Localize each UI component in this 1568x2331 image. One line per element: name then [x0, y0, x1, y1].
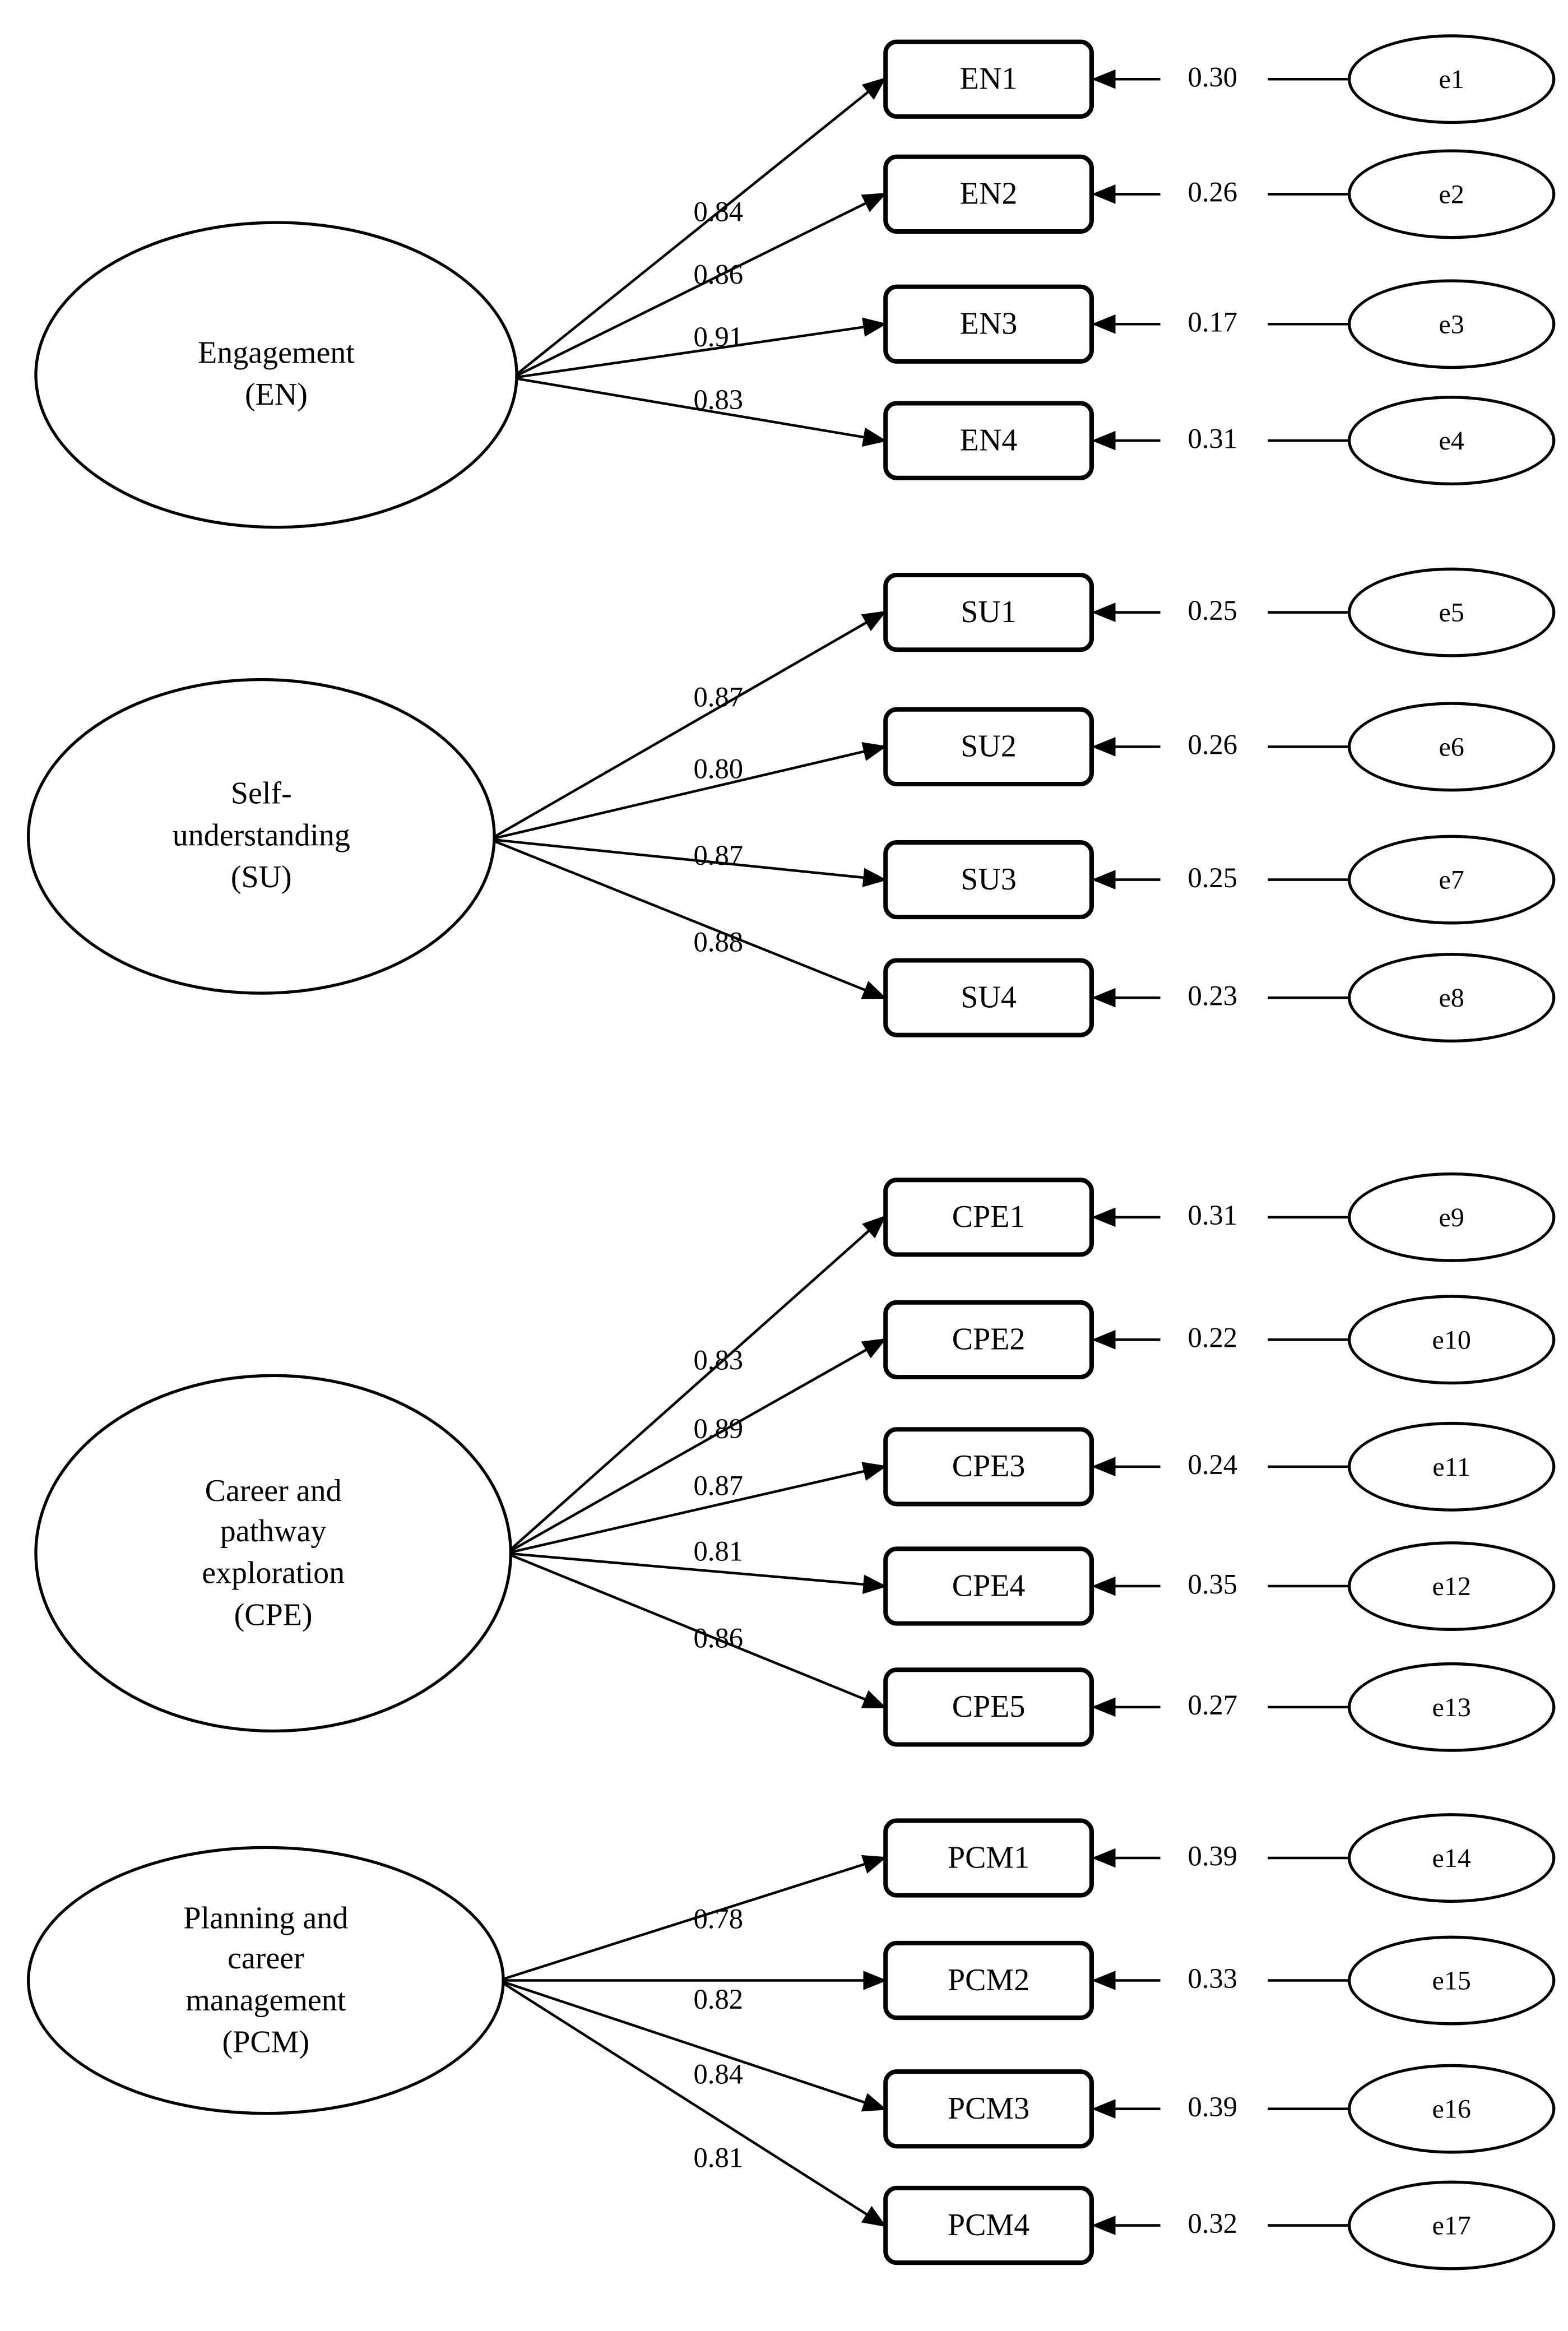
error-variance-label-CPE1: 0.31 [1187, 1201, 1238, 1232]
error-variance-label-EN4: 0.31 [1187, 424, 1238, 456]
error-ellipse-e1: e1 [1347, 34, 1556, 124]
loading-path-EN4 [512, 376, 887, 447]
loading-path-PCM4 [498, 1979, 887, 2227]
indicator-box-CPE1: CPE1 [883, 1178, 1094, 1257]
indicator-box-SU4: SU4 [883, 958, 1094, 1037]
error-ellipse-e5: e5 [1347, 567, 1556, 657]
indicator-box-CPE5: CPE5 [883, 1667, 1094, 1747]
PCM-loading-paths [498, 1855, 887, 2227]
error-variance-label-EN1: 0.30 [1187, 62, 1238, 94]
loading-path-CPE4 [506, 1552, 887, 1595]
indicator-box-SU3: SU3 [883, 840, 1094, 920]
SU-loading-paths [489, 610, 887, 999]
error-ellipse-e2: e2 [1347, 149, 1556, 239]
loading-label-CPE1: 0.83 [693, 1345, 744, 1377]
indicator-box-SU1: SU1 [883, 572, 1094, 652]
indicator-box-PCM3: PCM3 [883, 2069, 1094, 2149]
error-variance-label-SU2: 0.26 [1187, 730, 1238, 762]
error-ellipse-e14: e14 [1347, 1813, 1556, 1903]
error-variance-label-SU3: 0.25 [1187, 863, 1238, 895]
indicator-box-CPE2: CPE2 [883, 1300, 1094, 1379]
latent-ellipse-CPE: Career and pathway exploration (CPE) [34, 1374, 513, 1733]
loading-path-PCM3 [498, 1979, 887, 2112]
loading-label-CPE2: 0.89 [693, 1414, 744, 1446]
error-ellipse-e16: e16 [1347, 2064, 1556, 2154]
loading-label-EN1: 0.84 [693, 197, 744, 229]
indicator-box-PCM1: PCM1 [883, 1818, 1094, 1898]
loading-path-CPE2 [505, 1338, 887, 1555]
loading-label-SU4: 0.88 [693, 927, 744, 959]
indicator-box-EN4: EN4 [883, 401, 1094, 480]
loading-path-SU2 [489, 742, 887, 841]
error-ellipse-e4: e4 [1347, 396, 1556, 486]
error-variance-label-PCM1: 0.39 [1187, 1841, 1238, 1873]
error-variance-label-PCM4: 0.32 [1187, 2209, 1238, 2241]
latent-ellipse-SU: Self- understanding (SU) [26, 678, 496, 995]
loading-label-PCM3: 0.84 [693, 2059, 744, 2091]
loading-path-EN3 [512, 317, 887, 379]
loading-path-CPE3 [505, 1462, 887, 1555]
loading-label-EN4: 0.83 [693, 385, 744, 417]
error-ellipse-e3: e3 [1347, 279, 1556, 369]
loading-label-EN3: 0.91 [693, 322, 744, 354]
CPE-loading-paths [505, 1215, 887, 1708]
indicator-box-CPE4: CPE4 [883, 1546, 1094, 1626]
loading-path-CPE5 [505, 1552, 887, 1708]
error-ellipse-e10: e10 [1347, 1295, 1556, 1385]
loading-label-CPE5: 0.86 [693, 1623, 744, 1655]
indicator-box-PCM4: PCM4 [883, 2185, 1094, 2265]
latent-ellipse-PCM: Planning and career management (PCM) [26, 1846, 505, 2115]
loading-label-CPE3: 0.87 [693, 1471, 744, 1503]
loading-label-SU3: 0.87 [693, 841, 744, 873]
loading-path-CPE1 [505, 1215, 887, 1555]
error-ellipse-e9: e9 [1347, 1172, 1556, 1262]
error-variance-label-CPE5: 0.27 [1187, 1690, 1238, 1722]
loading-label-EN2: 0.86 [693, 259, 744, 291]
error-variance-label-CPE3: 0.24 [1187, 1450, 1238, 1482]
indicator-box-EN1: EN1 [883, 39, 1094, 119]
loading-label-SU2: 0.80 [693, 754, 744, 786]
error-ellipse-e12: e12 [1347, 1541, 1556, 1631]
error-variance-label-EN2: 0.26 [1187, 178, 1238, 210]
EN-loading-paths [511, 77, 887, 447]
indicator-box-EN2: EN2 [883, 154, 1094, 234]
loading-path-EN1 [511, 77, 887, 379]
error-variance-label-PCM2: 0.33 [1187, 1964, 1238, 1996]
loading-path-PCM1 [498, 1855, 887, 1982]
error-ellipse-e7: e7 [1347, 835, 1556, 925]
loading-label-PCM4: 0.81 [693, 2143, 744, 2175]
indicator-box-CPE3: CPE3 [883, 1427, 1094, 1507]
error-ellipse-e6: e6 [1347, 702, 1556, 792]
error-ellipse-e8: e8 [1347, 953, 1556, 1043]
error-variance-label-SU4: 0.23 [1187, 981, 1238, 1013]
loading-path-EN2 [512, 193, 887, 379]
error-variance-label-CPE2: 0.22 [1187, 1323, 1238, 1355]
indicator-box-SU2: SU2 [883, 707, 1094, 787]
error-variance-label-CPE4: 0.35 [1187, 1569, 1238, 1601]
loading-label-PCM1: 0.78 [693, 1904, 744, 1936]
error-variance-label-SU1: 0.25 [1187, 596, 1238, 628]
loading-path-SU1 [489, 610, 887, 841]
indicator-box-EN3: EN3 [883, 284, 1094, 364]
loading-path-SU4 [489, 838, 887, 999]
loading-label-PCM2: 0.82 [693, 1985, 744, 2017]
loading-label-CPE4: 0.81 [693, 1537, 744, 1569]
error-ellipse-e15: e15 [1347, 1935, 1556, 2026]
error-variance-label-EN3: 0.17 [1187, 307, 1238, 339]
error-ellipse-e13: e13 [1347, 1662, 1556, 1752]
error-variance-label-PCM3: 0.39 [1187, 2092, 1238, 2124]
error-paths [1091, 69, 1350, 2235]
loading-label-SU1: 0.87 [693, 682, 744, 714]
error-ellipse-e11: e11 [1347, 1421, 1556, 1512]
latent-ellipse-EN: Engagement (EN) [34, 221, 518, 529]
error-ellipse-e17: e17 [1347, 2180, 1556, 2270]
indicator-box-PCM2: PCM2 [883, 1940, 1094, 2020]
loading-path-SU3 [489, 838, 887, 888]
